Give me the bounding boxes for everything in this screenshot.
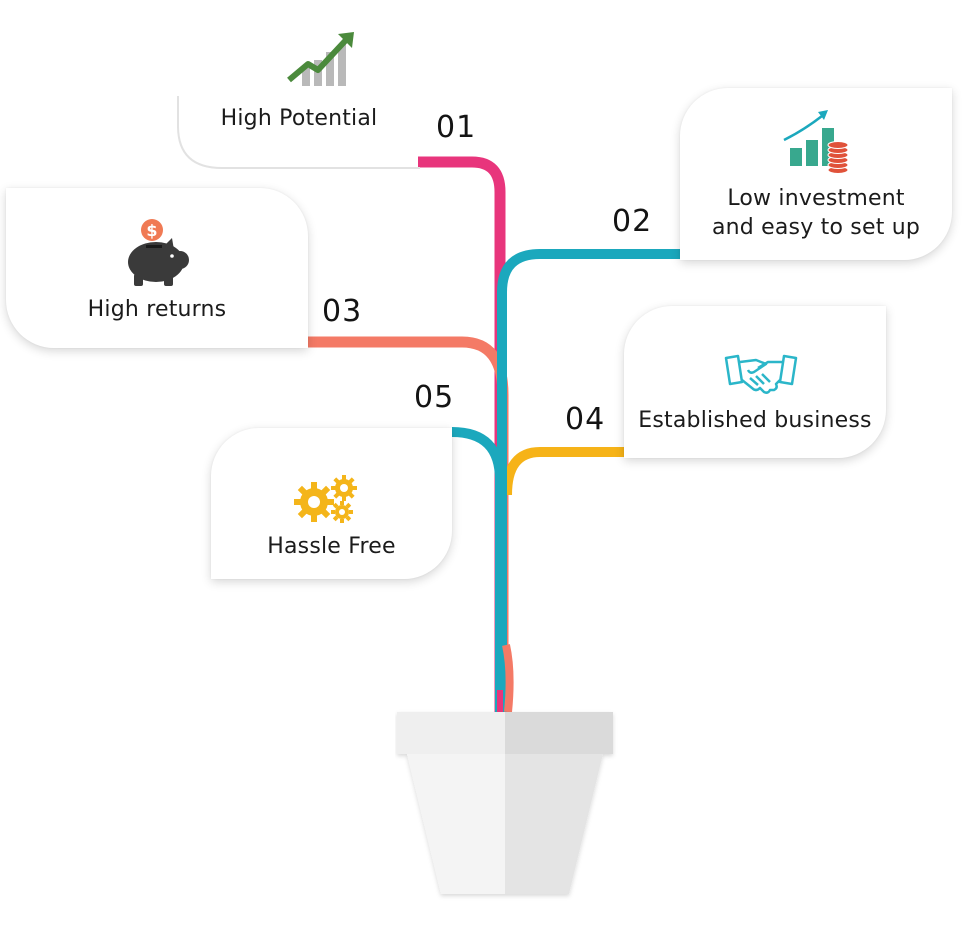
branch-04-line (502, 447, 624, 496)
branch-02-number: 02 (612, 204, 653, 239)
branch-02-line (497, 249, 680, 712)
card-01-shape (177, 96, 420, 169)
card-04-label: Established business (638, 408, 872, 433)
branch-01-line (418, 156, 506, 712)
handshake-icon (724, 354, 798, 394)
stem-base-accent (502, 644, 514, 713)
investment-chart-coins-icon (783, 110, 849, 174)
card-02-label-line1: Low investment (727, 186, 905, 211)
branch-03-number: 03 (322, 294, 363, 329)
branch-04-number: 04 (565, 402, 606, 437)
flower-pot (397, 712, 613, 894)
card-05-label: Hassle Free (267, 534, 396, 559)
piggy-bank-icon: $ (128, 219, 189, 286)
growth-chart-icon (287, 32, 354, 86)
svg-text:$: $ (146, 221, 157, 240)
branch-05-line (451, 427, 505, 712)
card-01: High Potential (177, 66, 420, 169)
branch-05-number: 05 (414, 380, 455, 415)
card-01-label: High Potential (220, 106, 378, 131)
gears-icon (294, 475, 357, 523)
card-02-label-line2: and easy to set up (711, 215, 921, 240)
card-02: Low investment and easy to set up (680, 88, 952, 260)
card-03-label: High returns (87, 297, 227, 322)
branch-01-number: 01 (436, 110, 477, 145)
